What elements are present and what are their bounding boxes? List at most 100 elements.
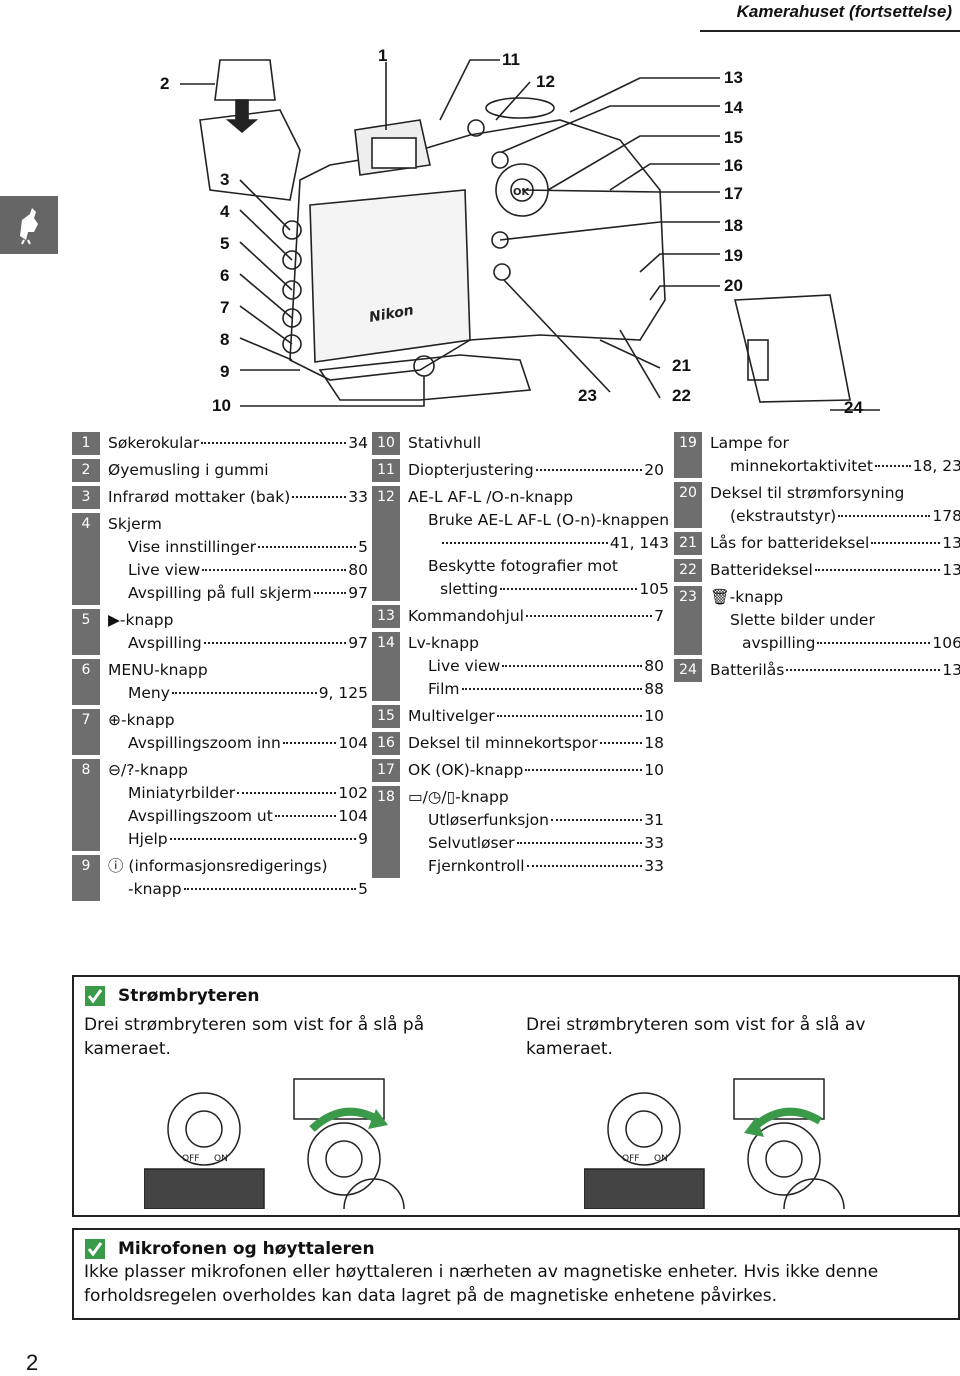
entry-line: Utløserfunksjon 31: [408, 809, 664, 832]
entry-text: OK (OK)-knapp: [408, 761, 524, 779]
entry-text: Fjernkontroll: [428, 857, 525, 875]
entry-text: Hjelp: [128, 830, 168, 848]
page-reference[interactable]: 5: [358, 880, 368, 898]
page-reference[interactable]: 88: [644, 680, 664, 698]
check-icon: [85, 986, 105, 1006]
page-reference[interactable]: 41, 143: [609, 534, 670, 552]
power-off-illustration: OFF ON: [584, 1078, 845, 1209]
microphone-note-box: Mikrofonen og høyttaleren Ikke plasser m…: [72, 1228, 960, 1320]
callout-13: 13: [724, 68, 743, 87]
microphone-note-text: Ikke plasser mikrofonen eller høyttalere…: [84, 1262, 879, 1306]
release-mode-button: [491, 231, 509, 249]
entry-line: Film 88: [408, 678, 664, 701]
entry-line: Infrarød mottaker (bak) 33: [108, 486, 368, 509]
power-on-instruction: Drei strømbryteren som vist for å slå på…: [84, 1015, 425, 1059]
page-reference[interactable]: 105: [639, 580, 670, 598]
dot-leader: [203, 642, 347, 644]
page-reference[interactable]: 31: [644, 811, 664, 829]
page-reference[interactable]: 34: [348, 434, 368, 452]
page-header: Kamerahuset (fortsettelse): [736, 2, 952, 21]
entry-text: Kommandohjul: [408, 607, 524, 625]
page-reference[interactable]: 33: [644, 857, 664, 875]
page-number: 2: [26, 1350, 39, 1375]
entry-number: 14: [372, 632, 400, 701]
page-reference[interactable]: 97: [348, 584, 368, 602]
entry-line: Bruke AE-L AF-L (O-n)-knappen: [408, 509, 669, 532]
page-reference[interactable]: 10: [644, 707, 664, 725]
callout-14: 14: [724, 98, 743, 117]
page-reference[interactable]: 18, 23: [912, 457, 960, 475]
dot-leader: [274, 815, 337, 817]
entry-number: 6: [72, 659, 100, 705]
page-reference[interactable]: 13: [942, 561, 960, 579]
dot-leader: [292, 496, 347, 498]
callout-17: 17: [724, 184, 743, 203]
dot-leader: [525, 615, 653, 617]
callout-15: 15: [724, 128, 743, 147]
page-reference[interactable]: 9: [358, 830, 368, 848]
entry-number: 4: [72, 513, 100, 605]
page-reference[interactable]: 7: [654, 607, 664, 625]
entry-text: Avspilling på full skjerm: [128, 584, 312, 602]
page-reference[interactable]: 9, 125: [318, 684, 368, 702]
callout-7: 7: [220, 298, 230, 317]
entry-text: Stativhull: [408, 434, 482, 452]
page-reference[interactable]: 102: [338, 784, 368, 802]
page-reference[interactable]: 97: [348, 634, 368, 652]
entry-text: Utløserfunksjon: [428, 811, 549, 829]
entry-text: (ekstrautstyr): [730, 507, 837, 525]
dot-leader: [461, 688, 643, 690]
page-reference[interactable]: 18: [644, 734, 664, 752]
page-reference[interactable]: 104: [338, 734, 368, 752]
entry-line: Lampe for: [710, 432, 960, 455]
page-reference[interactable]: 5: [358, 538, 368, 556]
dot-leader: [838, 515, 931, 517]
page-reference[interactable]: 80: [348, 561, 368, 579]
callout-21: 21: [672, 356, 691, 375]
entry-text: AE-L AF-L /O-n-knapp: [408, 488, 574, 506]
dot-leader: [817, 642, 931, 644]
page-reference[interactable]: 10: [644, 761, 664, 779]
page-reference[interactable]: 178: [932, 507, 960, 525]
page-reference[interactable]: 13: [942, 534, 960, 552]
button-8: [282, 308, 302, 328]
callout-11: 11: [502, 50, 520, 69]
entry-text: Lv-knapp: [408, 634, 479, 652]
page-reference[interactable]: 13: [942, 661, 960, 679]
page-reference[interactable]: 80: [644, 657, 664, 675]
callout-18: 18: [724, 216, 743, 235]
page-reference[interactable]: 33: [644, 834, 664, 852]
entry-number: 20: [674, 482, 702, 528]
entry-text: 🗑-knapp: [710, 588, 784, 606]
lcd-screen: [309, 189, 471, 363]
lv-button: [491, 151, 509, 169]
callout-20: 20: [724, 276, 743, 295]
entry-number: 10: [372, 432, 400, 455]
entry-text: Multivelger: [408, 707, 495, 725]
page-reference[interactable]: 33: [348, 488, 368, 506]
page-reference[interactable]: 106: [932, 634, 960, 652]
callout-1: 1: [378, 46, 388, 65]
page-reference[interactable]: 20: [644, 461, 664, 479]
entry-text: Live view: [428, 657, 501, 675]
entry-text: Infrarød mottaker (bak): [108, 488, 291, 506]
entry-number: 23: [674, 586, 702, 655]
entry-number: 24: [674, 659, 702, 682]
entry-text: Film: [428, 680, 460, 698]
entry-text: sletting: [440, 580, 499, 598]
page-reference[interactable]: 104: [338, 807, 368, 825]
entry-line: (ekstrautstyr) 178: [710, 505, 960, 528]
